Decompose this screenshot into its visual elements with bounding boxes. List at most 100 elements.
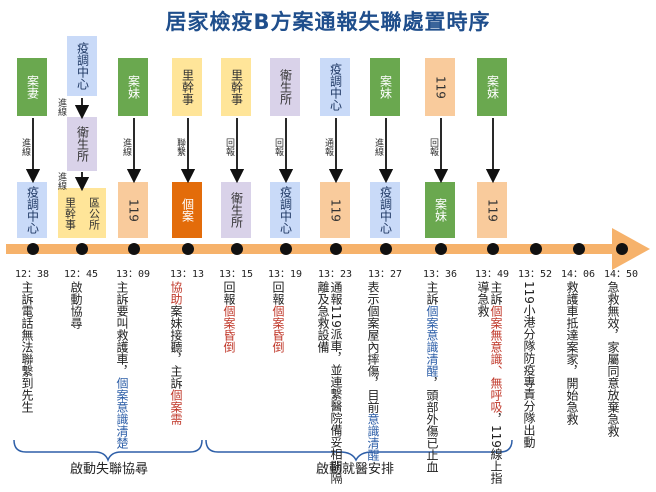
time-label: 13：27 <box>368 269 403 280</box>
phase-brace-2 <box>205 439 513 462</box>
step-description: 主訴個案無意識、無呼吸，119線上指導急救 <box>476 281 503 492</box>
description-run: 主訴要叫救護車， <box>115 281 129 377</box>
step-description: 表示個案屋內摔傷，目前意識清醒 <box>366 281 380 461</box>
to-box-2b: 區公所 <box>82 188 106 238</box>
description-run: 119小港分隊防疫專責分隊 <box>522 281 536 424</box>
description-run: 出動 <box>522 423 536 448</box>
time-label: 12：38 <box>15 269 50 280</box>
arrow-label-3: 進線 <box>121 138 131 156</box>
timeline-dot <box>76 243 88 255</box>
description-run: 案妹接聽，主訴 <box>169 305 183 389</box>
timeline-dot <box>573 243 585 255</box>
description-run: 個案無意識、無呼吸 <box>489 305 503 413</box>
description-run: 個案需 <box>169 389 183 425</box>
description-run: 備妥相關隔離及急救設備 <box>316 281 343 484</box>
description-run: ，頭部 <box>425 377 439 413</box>
step-description: 主訴電話無法聯繫到先生 <box>20 281 34 413</box>
description-run: 協助 <box>169 281 183 305</box>
description-run: 個案意識清楚 <box>115 377 129 449</box>
timeline-dot <box>27 243 39 255</box>
step-description: 協助案妹接聽，主訴個案需 <box>169 281 183 425</box>
from-box-5: 里幹事 <box>221 58 251 116</box>
phase-brace-1 <box>13 439 203 463</box>
timeline-dot <box>280 243 292 255</box>
from-box-2: 疫調中心 <box>67 36 97 96</box>
arrow-label-2b: 進線 <box>56 172 66 190</box>
step-description: 急救無效，家屬同意放棄急救 <box>606 281 620 437</box>
description-run: 個案昏倒 <box>271 305 285 353</box>
description-run: 外傷已止血 <box>425 413 439 473</box>
time-label: 13：19 <box>268 269 303 280</box>
step-description: 回報個案昏倒 <box>222 281 236 353</box>
description-run: 表示個案屋內摔傷，目前 <box>366 281 380 413</box>
phase-label-2: 啟動就醫安排 <box>316 462 395 477</box>
step-description: 主訴個案意識清醒，頭部外傷已止血 <box>425 281 439 473</box>
arrow-label-7: 通報 <box>323 138 333 156</box>
to-box-9: 案妹 <box>425 182 455 238</box>
timeline-dot <box>182 243 194 255</box>
step-description: 主訴要叫救護車，個案意識清楚 <box>115 281 129 449</box>
to-box-7: 119 <box>320 182 350 238</box>
description-run: 回報 <box>271 281 285 305</box>
description-run: 主訴 <box>489 281 503 305</box>
description-run: 啟動協尋 <box>69 281 83 329</box>
timeline-dot <box>231 243 243 255</box>
timeline-dot <box>530 243 542 255</box>
description-run: 主訴電話無法聯繫到先生 <box>20 281 34 413</box>
from-box-6: 衛生所 <box>270 58 300 116</box>
timeline-dot <box>380 243 392 255</box>
arrow-label-2: 進線 <box>56 98 66 116</box>
time-label: 13：13 <box>170 269 205 280</box>
phase-label-1: 啟動失聯協尋 <box>70 462 149 477</box>
step-description: 通報119派車，並連繫醫院備妥相關隔離及急救設備 <box>316 281 343 492</box>
time-label: 14：50 <box>604 269 639 280</box>
arrow-label-6: 回報 <box>273 138 283 156</box>
from-box-10: 案妹 <box>477 58 507 116</box>
from-box-1: 案妻 <box>17 58 47 116</box>
arrow-label-1: 進線 <box>20 138 30 156</box>
to-box-4: 個案 <box>172 182 202 238</box>
arrow-label-4: 聯繫 <box>175 138 185 156</box>
description-run: 意識清醒 <box>366 413 380 461</box>
arrow-label-8: 進線 <box>373 138 383 156</box>
step-description: 啟動協尋 <box>69 281 83 329</box>
time-label: 14：06 <box>561 269 596 280</box>
description-run: 救護車抵達案家，開始急救 <box>565 281 579 425</box>
to-box-2a: 里幹事 <box>58 188 82 238</box>
arrow-label-5: 回報 <box>224 138 234 156</box>
from-box-9: 119 <box>425 58 455 116</box>
from-box-7: 疫調中心 <box>320 58 350 116</box>
time-label: 13：36 <box>423 269 458 280</box>
page-title: 居家檢疫B方案通報失聯處置時序 <box>165 10 491 34</box>
to-box-6: 疫調中心 <box>270 182 300 238</box>
flow-arrows <box>25 98 501 192</box>
to-box-3: 119 <box>118 182 148 238</box>
step-description: 回報個案昏倒 <box>271 281 285 353</box>
timeline-dot <box>128 243 140 255</box>
timeline-axis <box>6 244 616 254</box>
description-run: 回報 <box>222 281 236 305</box>
timeline-dot <box>487 243 499 255</box>
description-run: 通報119派車，並連繫醫院 <box>329 281 343 424</box>
step-description: 救護車抵達案家，開始急救 <box>565 281 579 425</box>
arrow-label-9: 回報 <box>428 138 438 156</box>
timeline-dot <box>616 243 628 255</box>
time-label: 13：09 <box>116 269 151 280</box>
description-run: ， <box>489 413 503 425</box>
timeline-dot <box>435 243 447 255</box>
from-box-3: 案妹 <box>118 58 148 116</box>
timeline-dot <box>330 243 342 255</box>
mid-box-2: 衛生所 <box>67 117 97 171</box>
description-run: 個案意識清醒 <box>425 305 439 377</box>
description-run: 主訴 <box>425 281 439 305</box>
from-box-8: 案妹 <box>370 58 400 116</box>
to-box-1: 疫調中心 <box>17 182 47 238</box>
to-box-8: 疫調中心 <box>370 182 400 238</box>
description-run: 119線上指導急救 <box>476 281 503 484</box>
time-label: 13：23 <box>318 269 353 280</box>
time-label: 13：49 <box>475 269 510 280</box>
to-box-5: 衛生所 <box>221 182 251 238</box>
from-box-4: 里幹事 <box>172 58 202 116</box>
step-description: 119小港分隊防疫專責分隊出動 <box>522 281 536 448</box>
time-label: 13：52 <box>518 269 553 280</box>
